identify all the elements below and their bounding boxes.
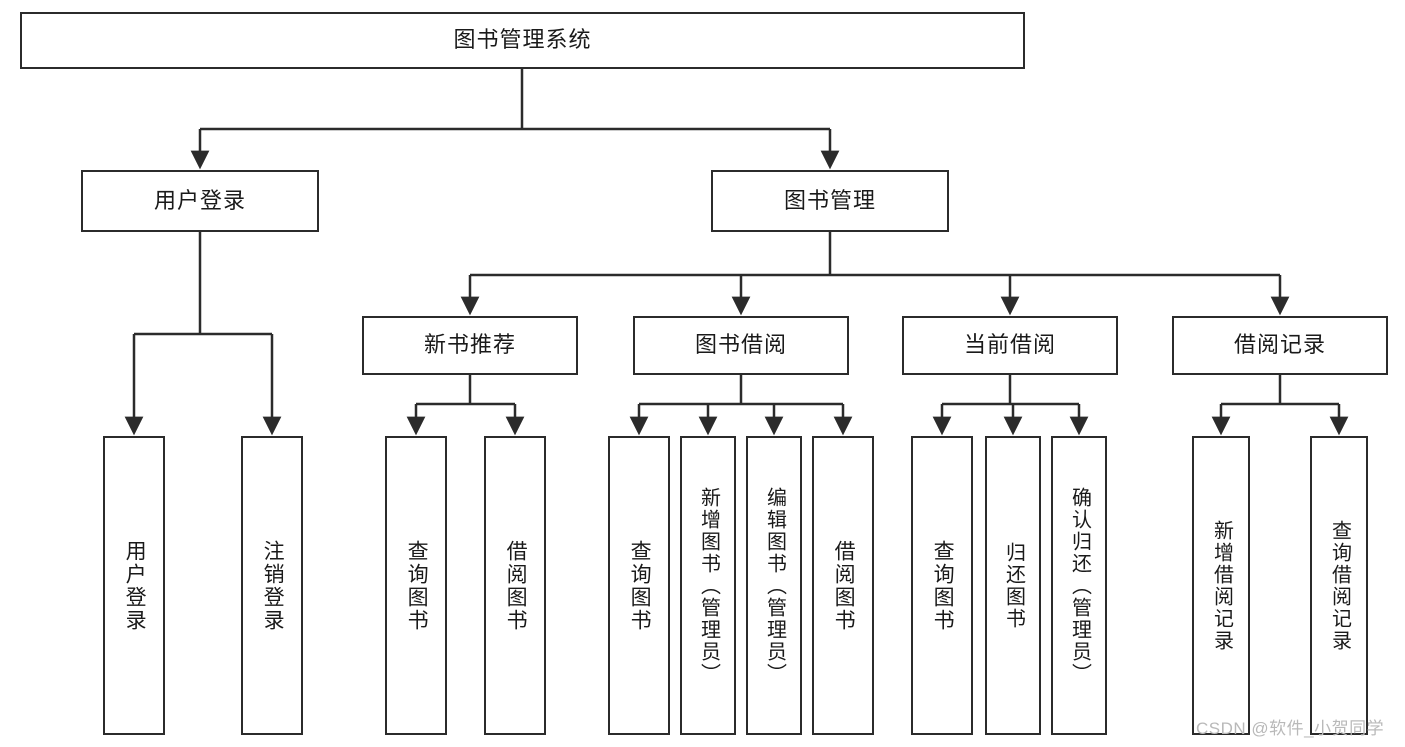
node-leaf-user-login-label: 用户登录 (123, 539, 147, 632)
node-new-book-recommend-label: 新书推荐 (423, 332, 516, 358)
node-book-manage-label: 图书管理 (783, 187, 876, 213)
node-leaf-add-book-admin-label: 新增图书（管理员） (697, 486, 720, 685)
node-leaf-edit-book-admin[interactable]: 编辑图书（管理员） (746, 436, 802, 735)
node-leaf-borrow-book[interactable]: 借阅图书 (812, 436, 874, 735)
node-root[interactable]: 图书管理系统 (20, 12, 1025, 69)
node-leaf-add-borrow-record-label: 新增借阅记录 (1210, 519, 1233, 652)
node-current-borrow-label: 当前借阅 (963, 332, 1056, 358)
node-leaf-query-book-borrow[interactable]: 查询图书 (608, 436, 670, 735)
node-book-borrow-label: 图书借阅 (694, 332, 787, 358)
csdn-watermark: CSDN @软件_小贺同学 (1196, 719, 1385, 738)
node-leaf-user-logout[interactable]: 注销登录 (241, 436, 303, 735)
node-leaf-edit-book-admin-label: 编辑图书（管理员） (763, 486, 786, 685)
node-leaf-user-logout-label: 注销登录 (261, 539, 285, 632)
node-leaf-confirm-return-admin[interactable]: 确认归还（管理员） (1051, 436, 1107, 735)
node-leaf-query-book-current-label: 查询图书 (931, 539, 955, 632)
node-leaf-query-book-rec[interactable]: 查询图书 (385, 436, 447, 735)
node-borrow-records-label: 借阅记录 (1233, 332, 1326, 358)
node-leaf-borrow-book-label: 借阅图书 (832, 539, 856, 632)
node-leaf-user-login[interactable]: 用户登录 (103, 436, 165, 735)
node-user-login-label: 用户登录 (153, 187, 246, 213)
node-new-book-recommend[interactable]: 新书推荐 (362, 316, 578, 375)
node-leaf-confirm-return-admin-label: 确认归还（管理员） (1068, 486, 1091, 685)
node-leaf-borrow-book-rec-label: 借阅图书 (504, 539, 528, 632)
node-leaf-borrow-book-rec[interactable]: 借阅图书 (484, 436, 546, 735)
node-leaf-return-book[interactable]: 归还图书 (985, 436, 1041, 735)
node-leaf-add-borrow-record[interactable]: 新增借阅记录 (1192, 436, 1250, 735)
node-leaf-query-borrow-record-label: 查询借阅记录 (1328, 519, 1351, 652)
node-root-label: 图书管理系统 (453, 27, 592, 53)
node-book-borrow[interactable]: 图书借阅 (633, 316, 849, 375)
node-current-borrow[interactable]: 当前借阅 (902, 316, 1118, 375)
node-user-login[interactable]: 用户登录 (81, 170, 319, 232)
node-book-manage[interactable]: 图书管理 (711, 170, 949, 232)
node-leaf-query-book-rec-label: 查询图书 (405, 539, 429, 632)
node-leaf-query-book-current[interactable]: 查询图书 (911, 436, 973, 735)
node-leaf-query-borrow-record[interactable]: 查询借阅记录 (1310, 436, 1368, 735)
node-borrow-records[interactable]: 借阅记录 (1172, 316, 1388, 375)
node-leaf-query-book-borrow-label: 查询图书 (628, 539, 652, 632)
node-leaf-add-book-admin[interactable]: 新增图书（管理员） (680, 436, 736, 735)
node-leaf-return-book-label: 归还图书 (1002, 541, 1025, 630)
